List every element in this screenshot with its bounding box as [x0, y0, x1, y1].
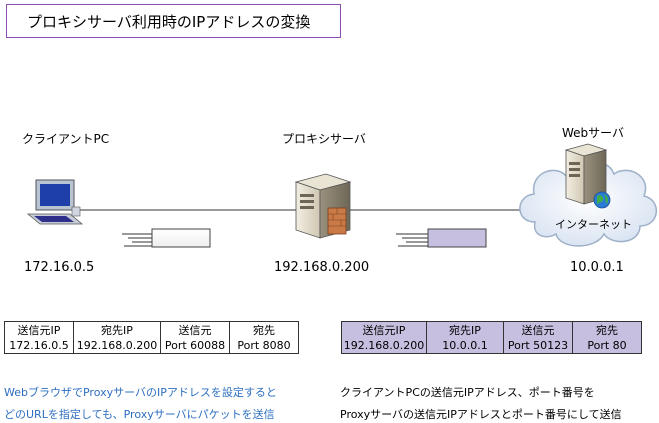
- web-ip: 10.0.0.1: [570, 260, 624, 275]
- client-pc-icon: [26, 179, 84, 225]
- note-right-line-1: クライアントPCの送信元IPアドレス、ポート番号を: [340, 386, 595, 399]
- client-label: クライアントPC: [22, 132, 110, 146]
- note-left-line-1: WebブラウザでProxyサーバのIPアドレスを設定すると: [4, 386, 277, 399]
- title-box: プロキシサーバ利用時のIPアドレスの変換: [6, 4, 341, 38]
- web-label: Webサーバ: [562, 126, 625, 140]
- diagram-title: プロキシサーバ利用時のIPアドレスの変換: [27, 12, 311, 31]
- note-left-line-2: どのURLを指定しても、Proxyサーバにパケットを送信: [4, 408, 275, 421]
- internet-cloud-icon: [519, 160, 658, 247]
- client-ip: 172.16.0.5: [24, 260, 95, 275]
- web-server-icon: [564, 143, 608, 205]
- proxy-ip: 192.168.0.200: [274, 260, 370, 275]
- proxy-label: プロキシサーバ: [282, 132, 366, 146]
- note-right-line-2: Proxyサーバの送信元IPアドレスとポート番号にして送信: [340, 408, 622, 421]
- packet-icon-client: [122, 228, 211, 248]
- cloud-label: インターネット: [555, 218, 632, 231]
- proxy-server-icon: [294, 173, 352, 239]
- packet-icon-proxy: [396, 228, 487, 248]
- globe-icon: [593, 191, 611, 209]
